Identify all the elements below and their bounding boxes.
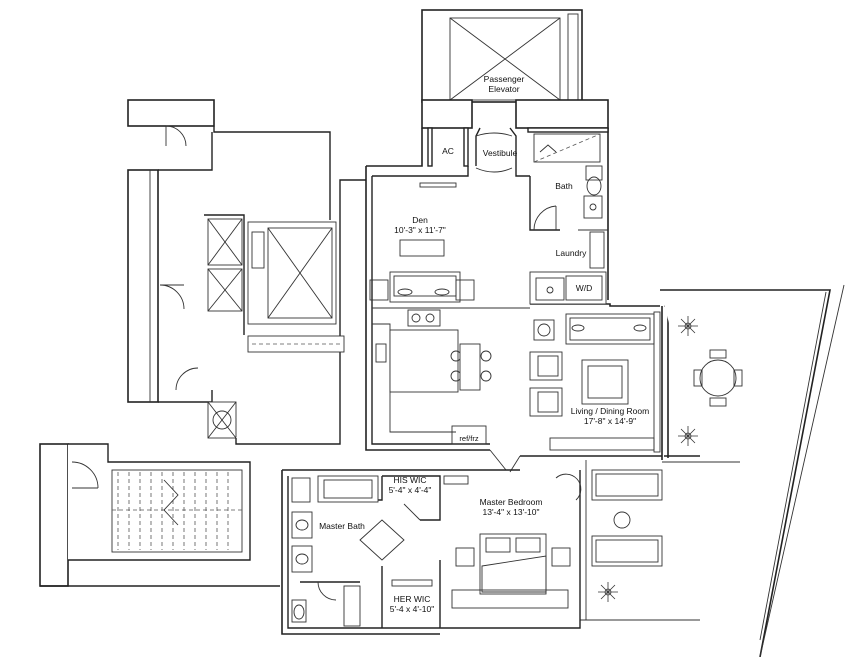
wd-label: W/D [576,283,593,293]
plant-3 [598,582,618,602]
elevator-core [421,9,609,129]
his-wic-label: HIS WIC [393,475,426,485]
living-dims: 17'-8" x 14'-9" [584,416,636,426]
ref-label: ref/frz [459,434,478,443]
elevator-label-2: Elevator [488,84,519,94]
laundry-label: Laundry [556,248,587,258]
terrace [580,284,845,657]
laundry [529,231,607,305]
shafts [207,218,345,353]
master-bath-label: Master Bath [319,521,365,531]
vestibule-label: Vestibule [483,148,518,158]
plant-1 [678,316,698,336]
plant-2 [678,426,698,446]
vestibule [419,127,513,188]
kitchen [372,309,492,445]
den-label: Den [412,215,428,225]
den-dims: 10'-3" x 11'-7" [394,225,446,235]
master-bath-fixtures [291,475,379,623]
her-wic-label: HER WIC [394,594,431,604]
den-furniture [369,239,475,303]
ac-label: AC [442,146,454,156]
bath-label: Bath [555,181,573,191]
living-label: Living / Dining Room [571,406,649,416]
elevator-label-1: Passenger [484,74,525,84]
master-bed [443,473,582,609]
bath [527,127,609,231]
her-wic-dims: 5'-4 x 4'-10" [390,604,435,614]
master-bedroom-dims: 13'-4" x 13'-10" [482,507,539,517]
stair-treads [111,469,243,553]
master-bedroom-label: Master Bedroom [480,497,543,507]
his-wic-dims: 5'-4" x 4'-4" [389,485,432,495]
living-furniture [529,311,661,453]
